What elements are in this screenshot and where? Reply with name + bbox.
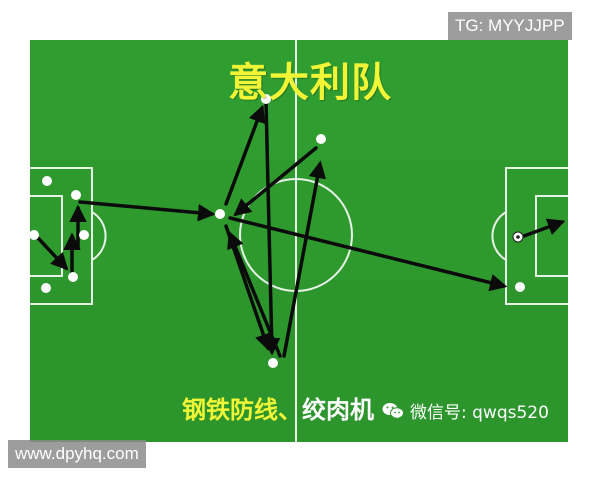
caption: 钢铁防线、绞肉机: [182, 390, 374, 425]
pitch-stripe: [30, 40, 568, 160]
pass-arrow: [233, 146, 318, 217]
left-penalty-box: [30, 167, 93, 305]
football-pitch: [30, 40, 568, 442]
player-dot: [71, 190, 81, 200]
team-title: 意大利队: [228, 60, 392, 106]
pass-arrow: [282, 160, 327, 358]
pass-arrow: [522, 218, 566, 238]
pass-arrow: [78, 200, 216, 222]
player-dot: [68, 272, 78, 282]
player-dot: [515, 282, 525, 292]
watermark-top: TG: MYYJJPP: [448, 12, 572, 40]
right-penalty-box: [505, 167, 568, 305]
watermark-bottom: www.dpyhq.com: [8, 440, 146, 468]
left-goal-box: [30, 195, 63, 277]
right-penalty-arc: [491, 211, 507, 261]
player-dot: [316, 134, 326, 144]
pass-arrow: [227, 230, 282, 358]
pass-arrow: [224, 104, 266, 206]
football-icon: [512, 231, 524, 243]
right-goal-box: [535, 195, 568, 277]
caption-highlight: 绞肉机: [302, 396, 374, 424]
player-dot: [30, 230, 39, 240]
pass-arrow: [36, 236, 69, 271]
player-dot: [79, 230, 89, 240]
player-dot: [41, 283, 51, 293]
pass-arrow: [228, 216, 508, 292]
caption-main: 钢铁防线、: [182, 396, 302, 424]
pitch-stripe: [30, 280, 568, 442]
player-dot: [261, 94, 271, 104]
wechat-icon: [382, 402, 404, 419]
player-dot: [215, 209, 225, 219]
wechat-label: 微信号: qwqs520: [410, 403, 549, 423]
player-dot: [268, 358, 278, 368]
player-dot: [42, 176, 52, 186]
left-penalty-arc: [91, 211, 107, 261]
pitch-diagram: 意大利队 钢铁防线、绞肉机 微信号: qwqs520: [30, 40, 568, 442]
wechat-id: 微信号: qwqs520: [382, 398, 549, 423]
